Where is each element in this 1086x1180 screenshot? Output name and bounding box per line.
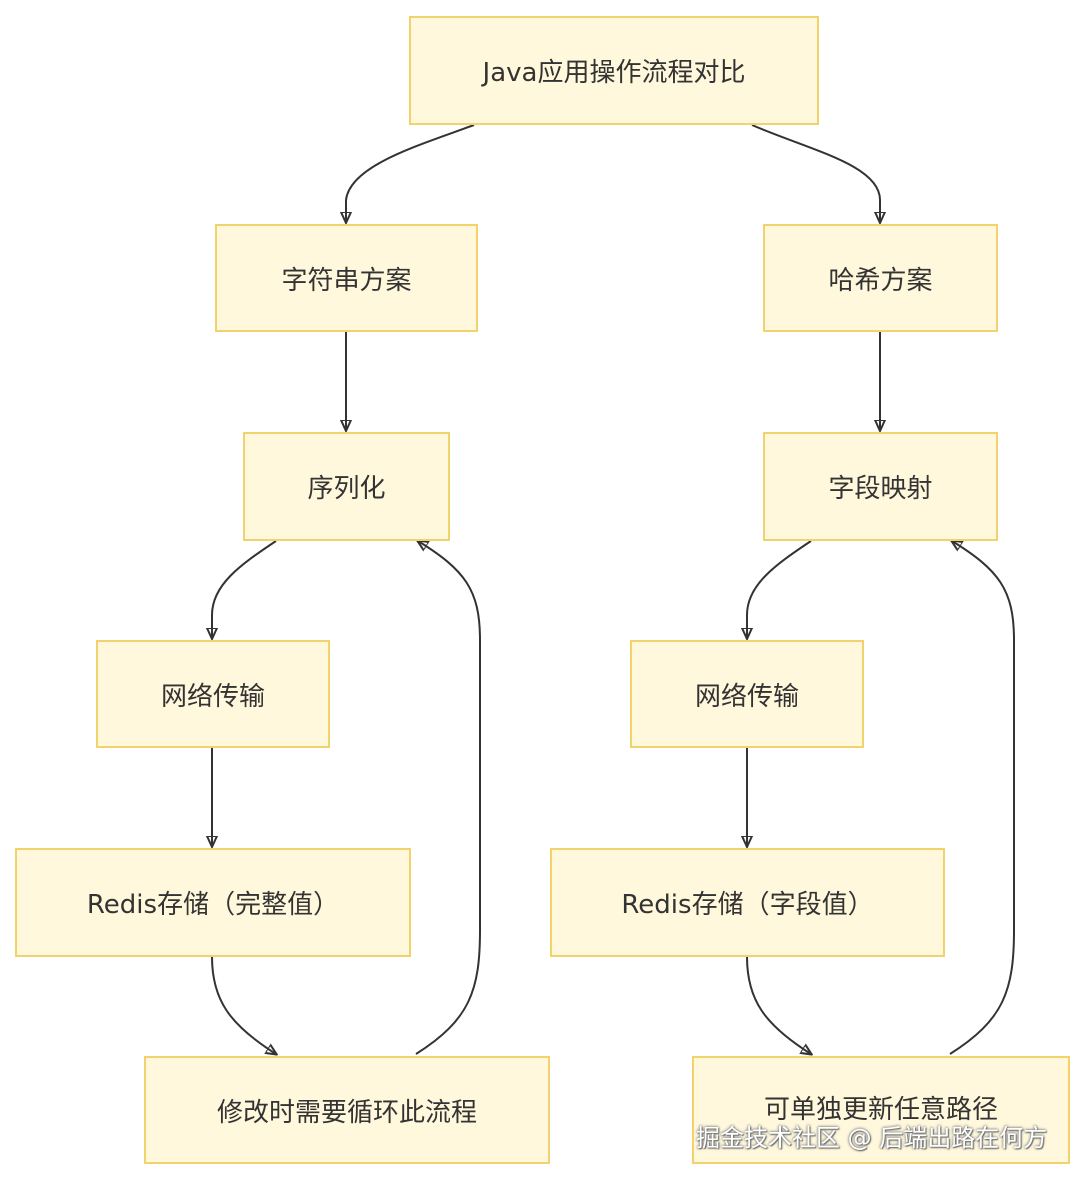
edge-redis-full-to-modify-loop — [211, 956, 276, 1054]
node-string-plan: 字符串方案 — [215, 224, 478, 332]
edge-update-any-to-field-map — [950, 541, 1015, 1055]
edge-serialize-to-network-left — [212, 540, 277, 638]
node-network-right: 网络传输 — [630, 640, 864, 748]
edge-modify-loop-to-serialize — [416, 541, 481, 1055]
node-modify-loop: 修改时需要循环此流程 — [144, 1056, 550, 1164]
node-root: Java应用操作流程对比 — [409, 16, 819, 125]
node-network-left: 网络传输 — [96, 640, 330, 748]
edge-redis-field-to-update-any — [746, 956, 811, 1054]
node-hash-plan: 哈希方案 — [763, 224, 998, 332]
node-field-map: 字段映射 — [763, 432, 998, 541]
node-update-any-path: 可单独更新任意路径 — [692, 1056, 1070, 1164]
edge-field-map-to-network-right — [747, 540, 812, 638]
edge-root-to-hash-plan — [751, 124, 880, 222]
node-serialize: 序列化 — [243, 432, 450, 541]
node-redis-field-value: Redis存储（字段值） — [550, 848, 945, 957]
edge-root-to-string-plan — [346, 124, 475, 222]
node-redis-full-value: Redis存储（完整值） — [15, 848, 411, 957]
watermark: 掘金技术社区 @ 后端出路在何方 — [696, 1124, 1048, 1152]
